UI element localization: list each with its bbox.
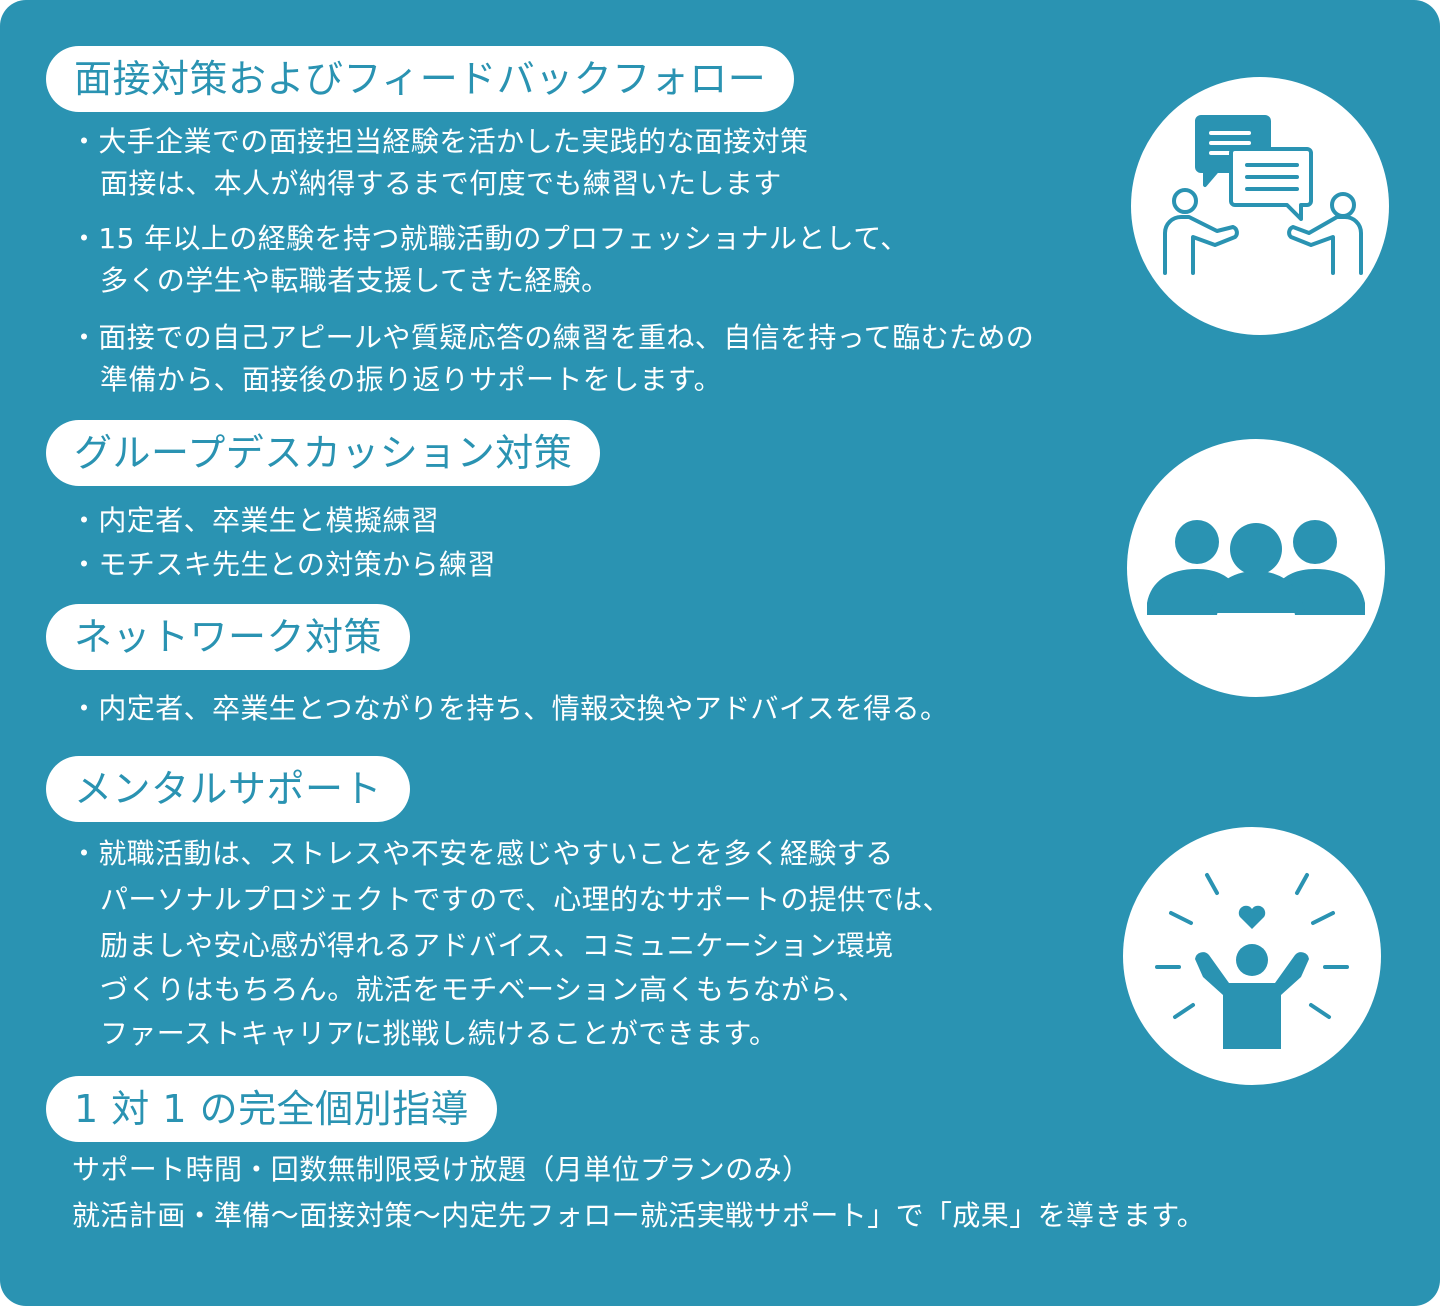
- interview-line-4: 多くの学生や転職者支援してきた経験。: [100, 264, 610, 297]
- heading-individual: 1 対 1 の完全個別指導: [46, 1076, 498, 1142]
- mental-line-5: ファーストキャリアに挑戦し続けることができます。: [100, 1017, 778, 1050]
- heading-mental-support: メンタルサポート: [46, 756, 411, 822]
- group-line-2: ・モチスキ先生との対策から練習: [70, 548, 496, 581]
- interview-line-2: 面接は、本人が納得するまで何度でも練習いたします: [100, 167, 782, 200]
- mental-line-3: 励ましや安心感が得れるアドバイス、コミュニケーション環境: [100, 929, 894, 962]
- interview-line-3: ・15 年以上の経験を持つ就職活動のプロフェッショナルとして、: [70, 222, 909, 255]
- mental-line-4: づくりはもちろん。就活をモチベーション高くもちながら、: [100, 973, 867, 1006]
- mental-line-1: ・就職活動は、ストレスや不安を感じやすいことを多く経験する: [70, 837, 894, 870]
- network-line-1: ・内定者、卒業生とつながりを持ち、情報交換やアドバイスを得る。: [70, 692, 949, 725]
- heading-group-discussion: グループデスカッション対策: [46, 420, 601, 486]
- conversation-icon: [1131, 77, 1389, 335]
- interview-line-1: ・大手企業での面接担当経験を活かした実践的な面接対策: [70, 125, 809, 158]
- heading-interview: 面接対策およびフィードバックフォロー: [46, 46, 795, 112]
- mental-line-2: パーソナルプロジェクトですので、心理的なサポートの提供では、: [100, 883, 951, 916]
- cheering-person-heart-icon: [1123, 827, 1381, 1085]
- group-line-1: ・内定者、卒業生と模擬練習: [70, 504, 440, 537]
- individual-line-1: サポート時間・回数無制限受け放題（月単位プランのみ）: [72, 1153, 811, 1186]
- interview-line-6: 準備から、面接後の振り返りサポートをします。: [100, 363, 723, 396]
- individual-line-2: 就活計画・準備〜面接対策〜内定先フォロー就活実戦サポート」で「成果」を導きます。: [72, 1199, 1206, 1232]
- heading-network: ネットワーク対策: [46, 604, 411, 670]
- group-people-icon: [1127, 439, 1385, 697]
- interview-line-5: ・面接での自己アピールや質疑応答の練習を重ね、自信を持って臨むための: [70, 321, 1035, 354]
